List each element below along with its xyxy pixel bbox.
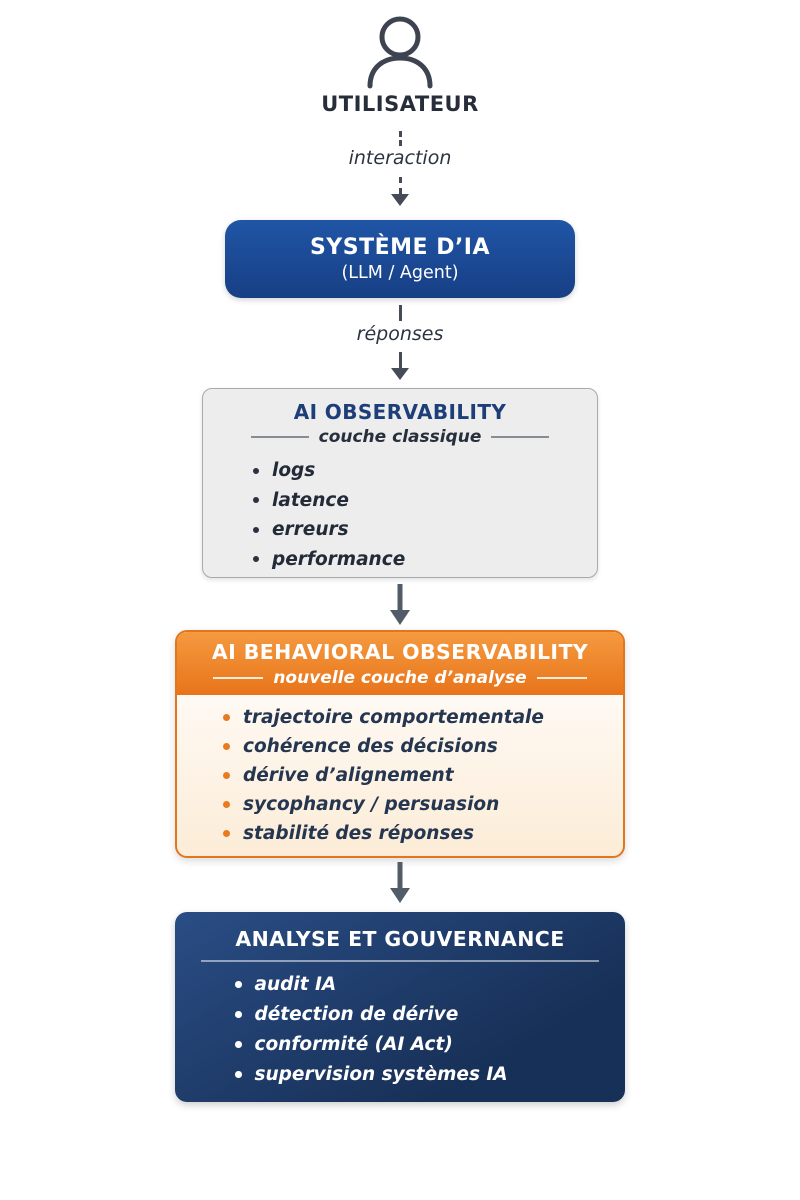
divider-line: [213, 676, 264, 679]
bullet-icon: [223, 714, 230, 721]
behavioral-observability-subtitle: nouvelle couche d’analyse: [213, 668, 587, 688]
bullet-icon: [235, 1041, 242, 1048]
interaction-edge-line: [399, 131, 402, 146]
list-item: cohérence des décisions: [223, 736, 623, 757]
user-icon: [357, 12, 443, 94]
list-item: détection de dérive: [235, 1004, 625, 1025]
interaction-edge-label: interaction: [348, 147, 452, 169]
classic-observability-subtitle: couche classique: [203, 427, 597, 447]
arrow-down-icon: [391, 194, 409, 206]
bullet-icon: [235, 1071, 242, 1078]
user-label: UTILISATEUR: [321, 92, 479, 116]
bullet-icon: [253, 467, 259, 474]
behavioral-observability-header: AI BEHAVIORAL OBSERVABILITY nouvelle cou…: [177, 632, 623, 695]
classic-observability-list: logs latence erreurs performance: [253, 460, 597, 570]
responses-edge-label: réponses: [356, 323, 444, 345]
ai-system-title: SYSTÈME D’IA: [309, 235, 491, 260]
list-item: logs: [253, 460, 597, 481]
ai-system-subtitle: (LLM / Agent): [341, 263, 459, 283]
list-item: sycophancy / persuasion: [223, 794, 623, 815]
divider-line: [201, 960, 599, 962]
list-item: conformité (AI Act): [235, 1034, 625, 1055]
bullet-icon: [253, 556, 259, 562]
divider-line: [491, 436, 550, 438]
divider-line: [536, 676, 587, 679]
behavioral-observability-title: AI BEHAVIORAL OBSERVABILITY: [211, 639, 589, 664]
behavioral-observability-node: AI BEHAVIORAL OBSERVABILITY nouvelle cou…: [175, 630, 625, 858]
list-item: supervision systèmes IA: [235, 1064, 625, 1085]
responses-edge-line: [399, 352, 402, 368]
bullet-icon: [235, 1011, 242, 1018]
list-item: erreurs: [253, 519, 597, 540]
list-item: latence: [253, 490, 597, 511]
governance-node: ANALYSE ET GOUVERNANCE audit IA détectio…: [175, 912, 625, 1102]
arrow-down-icon: [388, 862, 412, 908]
governance-list: audit IA détection de dérive conformité …: [235, 974, 625, 1085]
list-item: trajectoire comportementale: [223, 707, 623, 728]
list-item: dérive d’alignement: [223, 765, 623, 786]
list-item: stabilité des réponses: [223, 823, 623, 844]
bullet-icon: [235, 981, 242, 988]
bullet-icon: [223, 743, 230, 750]
ai-system-node: SYSTÈME D’IA (LLM / Agent): [225, 220, 575, 298]
arrow-down-icon: [391, 368, 409, 380]
classic-observability-node: AI OBSERVABILITY couche classique logs l…: [202, 388, 598, 578]
interaction-edge-line: [399, 177, 402, 194]
governance-title: ANALYSE ET GOUVERNANCE: [235, 927, 565, 951]
bullet-icon: [223, 830, 230, 837]
responses-edge-line: [399, 305, 402, 321]
divider-line: [250, 436, 309, 438]
bullet-icon: [223, 772, 230, 779]
classic-observability-title: AI OBSERVABILITY: [293, 400, 507, 424]
arrow-down-icon: [388, 584, 412, 630]
bullet-icon: [253, 526, 259, 533]
list-item: performance: [253, 549, 597, 570]
list-item: audit IA: [235, 974, 625, 995]
bullet-icon: [253, 497, 259, 503]
bullet-icon: [223, 801, 230, 808]
behavioral-observability-list: trajectoire comportementale cohérence de…: [223, 707, 623, 844]
